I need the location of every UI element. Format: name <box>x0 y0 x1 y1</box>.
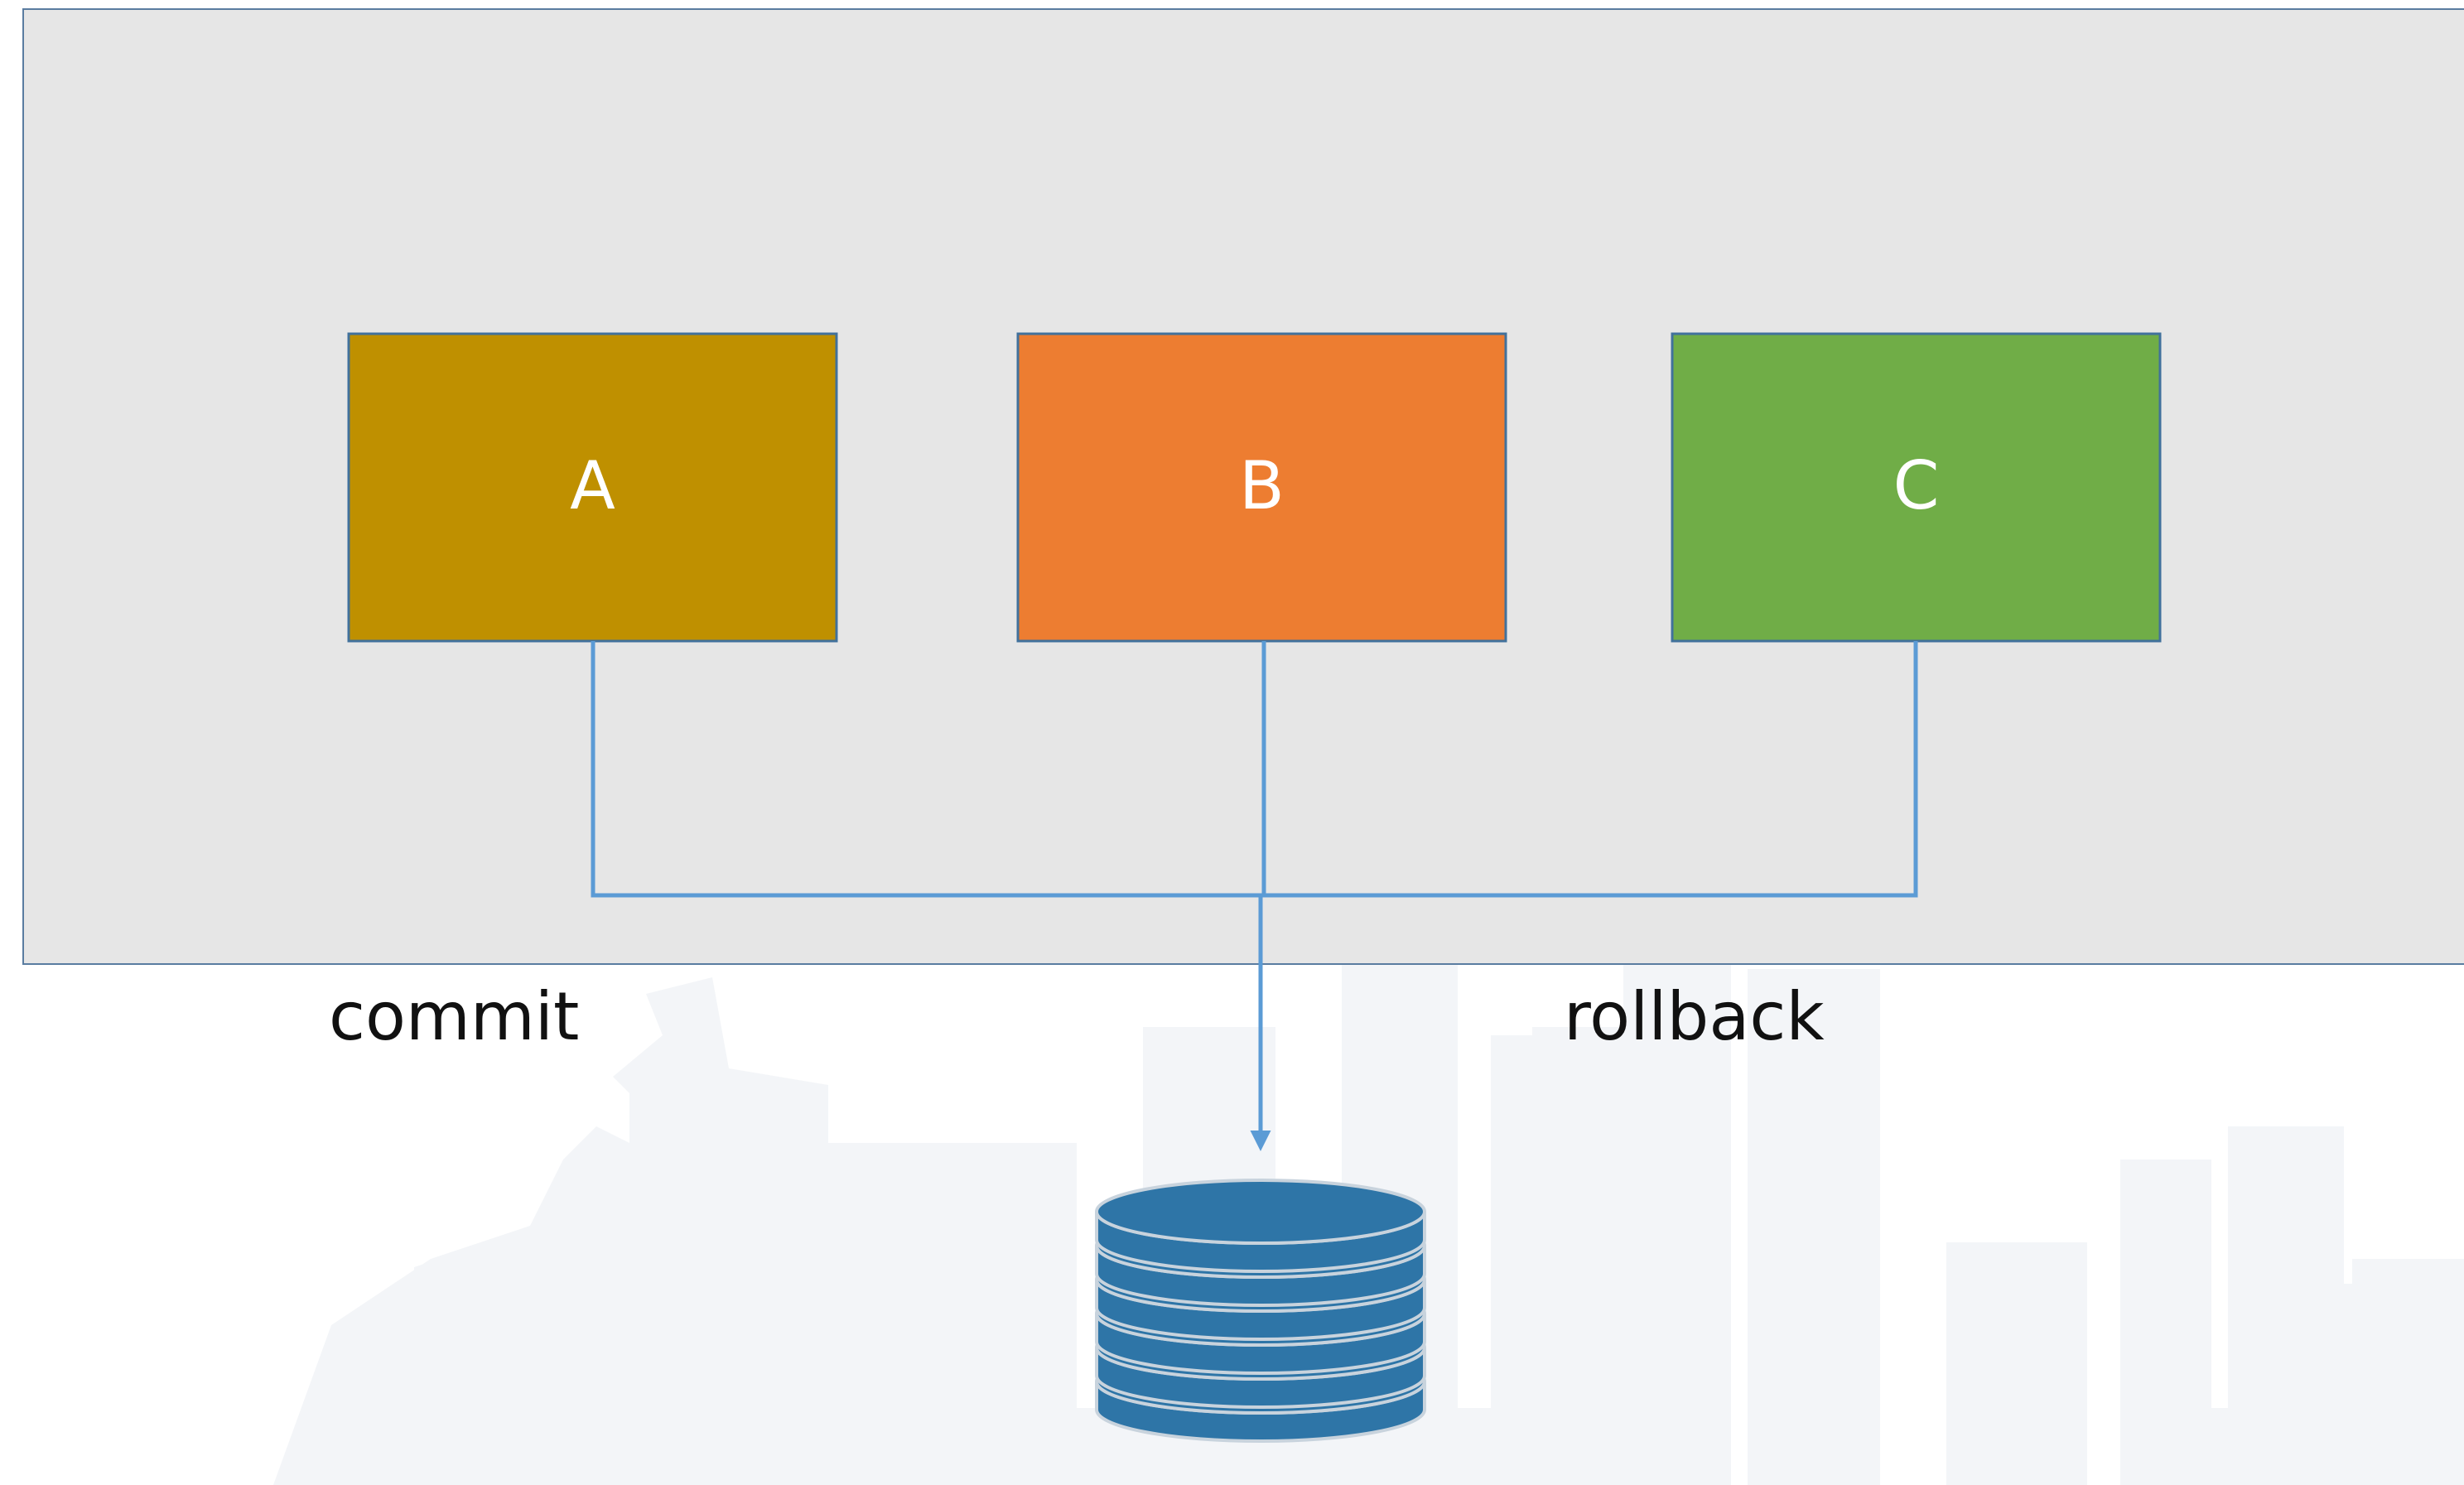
box-b-label: B <box>1239 447 1285 524</box>
box-b[interactable]: B <box>1016 332 1507 643</box>
box-a[interactable]: A <box>347 332 838 643</box>
connector-lines <box>591 641 1918 1151</box>
rollback-label: rollback <box>1564 978 1825 1055</box>
box-a-label: A <box>570 447 615 524</box>
database-icon <box>1095 1179 1426 1443</box>
database-disc-top <box>1095 1179 1426 1245</box>
connector-c <box>1264 641 1918 898</box>
commit-label: commit <box>329 978 579 1055</box>
box-c-label: C <box>1893 447 1940 524</box>
connector-a <box>591 641 1264 898</box>
box-c[interactable]: C <box>1671 332 2162 643</box>
box-a-rect <box>347 332 838 643</box>
box-c-rect <box>1671 332 2162 643</box>
